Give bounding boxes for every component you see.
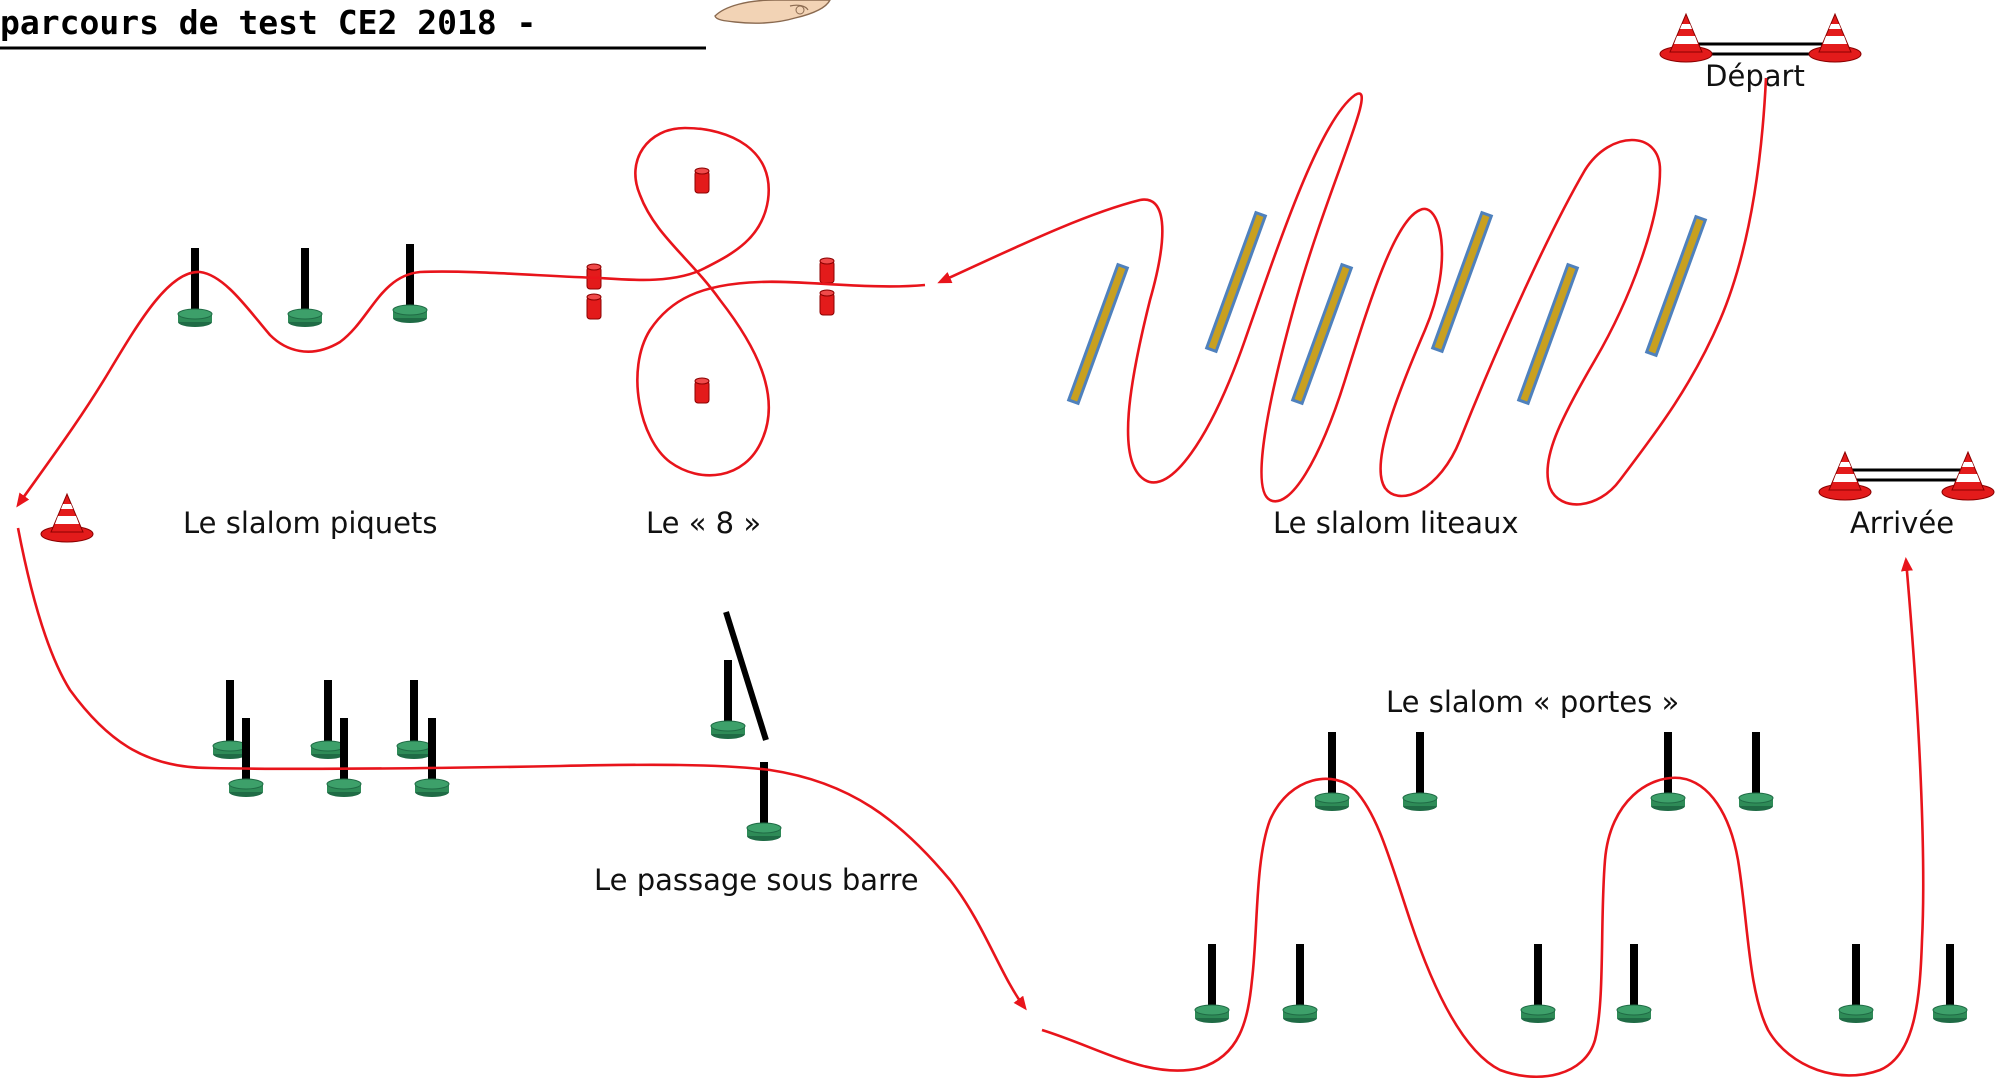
plot <box>819 257 835 284</box>
label-huit: Le « 8 » <box>646 506 761 540</box>
piquet <box>1738 731 1774 812</box>
piquet <box>212 679 248 760</box>
cone-depart-right <box>1808 13 1862 63</box>
cone-arrivee-left <box>1818 451 1872 501</box>
piquet <box>1282 943 1318 1024</box>
slalom-liteaux <box>1067 211 1707 405</box>
liteau <box>1067 263 1129 405</box>
hand-icon <box>714 0 831 24</box>
piquet <box>1650 731 1686 812</box>
piquet <box>1616 943 1652 1024</box>
piquet <box>1314 731 1350 812</box>
slalom-piquets-double <box>212 679 450 798</box>
passage-sous-barre <box>710 611 782 842</box>
piquet <box>287 247 323 328</box>
barre <box>723 611 769 741</box>
page-title: parcours de test CE2 2018 - <box>0 3 536 42</box>
huit-plots <box>586 167 835 404</box>
label-slalom-liteaux: Le slalom liteaux <box>1273 506 1519 540</box>
piquet <box>392 243 428 324</box>
piquet <box>1194 943 1230 1024</box>
label-slalom-piquets: Le slalom piquets <box>183 506 438 540</box>
cone-turn <box>40 493 94 543</box>
route-segment-portes <box>1041 557 1925 1078</box>
piquet <box>710 659 746 740</box>
piquet <box>1932 943 1968 1024</box>
route-segment-liteaux <box>937 77 1768 506</box>
cone-depart-left <box>1659 13 1713 63</box>
label-depart: Départ <box>1705 59 1805 93</box>
plot <box>586 293 602 320</box>
piquet <box>1838 943 1874 1024</box>
piquet <box>1520 943 1556 1024</box>
liteau <box>1645 215 1707 357</box>
label-arrivee: Arrivée <box>1850 506 1954 540</box>
piquet <box>746 761 782 842</box>
piquet <box>1402 731 1438 812</box>
plot <box>694 167 710 194</box>
piquet <box>177 247 213 328</box>
label-slalom-portes: Le slalom « portes » <box>1386 685 1679 719</box>
slalom-portes <box>1194 731 1968 1024</box>
depart-gate <box>1659 13 1862 63</box>
cone-arrivee-right <box>1941 451 1995 501</box>
plot <box>694 377 710 404</box>
piquet <box>396 679 432 760</box>
route-segment-passage <box>16 527 1027 1011</box>
route-segment-huit-piquets <box>16 126 926 508</box>
plot <box>819 289 835 316</box>
piquet <box>310 679 346 760</box>
label-passage-sous-barre: Le passage sous barre <box>594 863 919 897</box>
arrivee-gate <box>1818 451 1995 501</box>
liteau <box>1205 211 1267 353</box>
